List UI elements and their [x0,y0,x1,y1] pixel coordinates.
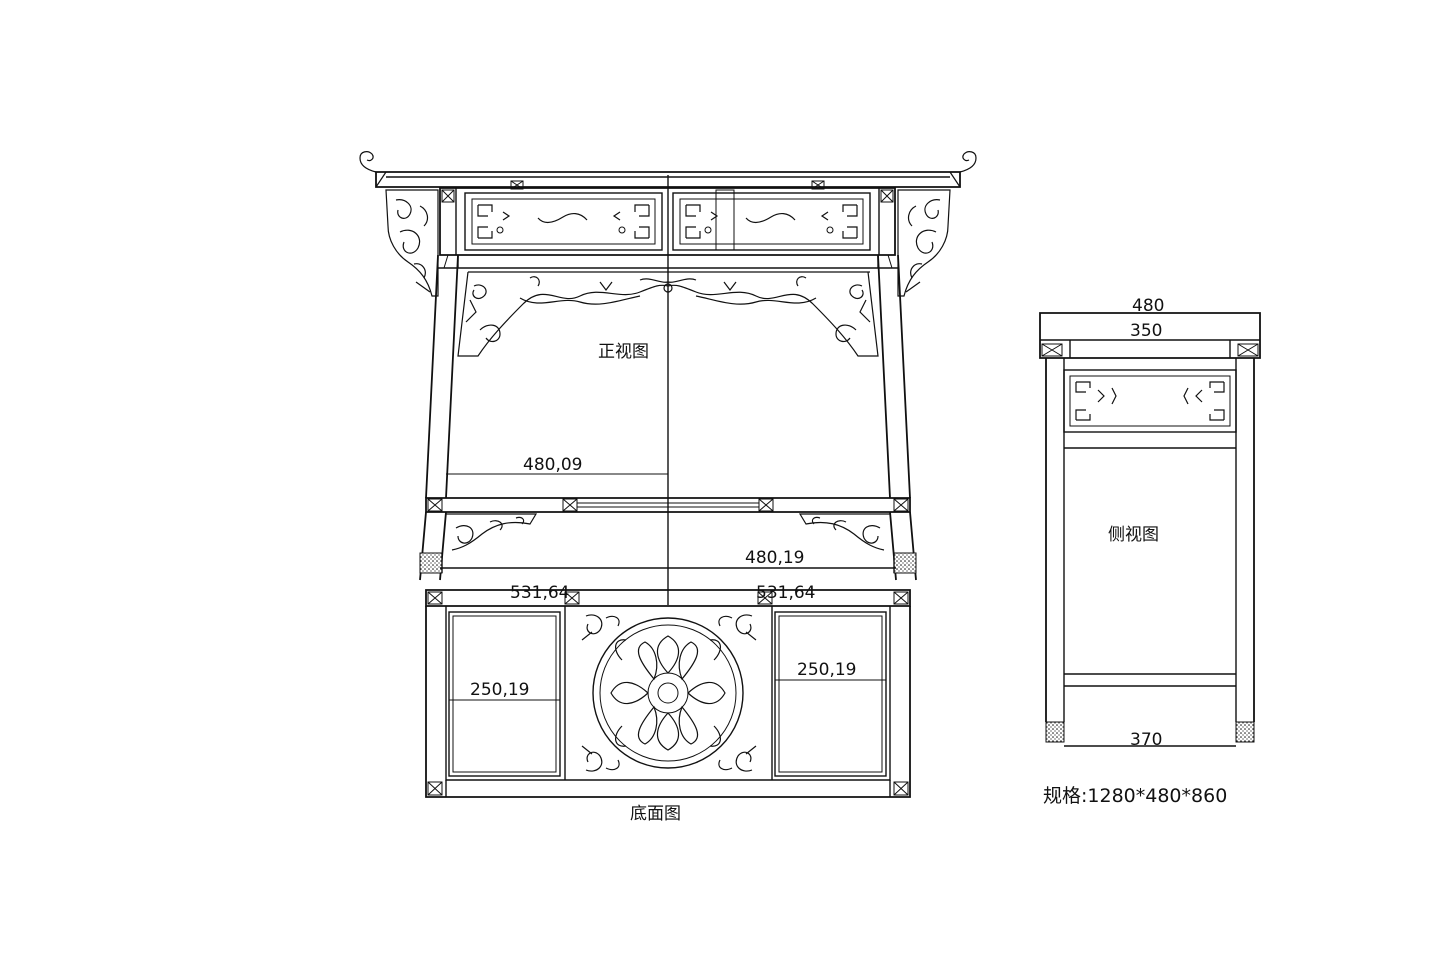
left-bracket [385,189,439,297]
bottom-view-label: 底面图 [630,804,681,824]
dim-bottom-left-panel: 250,19 [470,680,529,700]
right-drawer [672,189,871,251]
dim-bottom-right-panel: 250,19 [797,660,856,680]
left-drawer [464,192,663,251]
lower-left-carving [446,513,538,551]
dim-side-top: 480 [1132,296,1164,316]
lower-right-carving [798,513,890,551]
front-view-label: 正视图 [598,342,649,362]
dim-bottom-left-span: 531,64 [510,583,569,603]
dim-side-bottom: 370 [1130,730,1162,750]
dim-side-inner-top: 350 [1130,321,1162,341]
side-view-label: 侧视图 [1108,525,1159,545]
right-end-scroll [949,151,977,188]
apron-carving [457,271,879,357]
dim-front-upper: 480,09 [523,455,582,475]
front-view: 480,09 正视图 480,19 [359,151,977,605]
spec-label: 规格:1280*480*860 [1043,785,1227,807]
side-view: 480 350 侧视图 370 [1039,296,1261,750]
corner-carvings [581,614,757,772]
right-bracket [897,189,951,297]
left-end-scroll [359,151,387,188]
dim-front-lower: 480,19 [745,548,804,568]
bottom-view: 531,64 531,64 250,19 250,19 [425,583,911,824]
center-medallion [592,617,744,769]
side-drawer [1069,375,1231,427]
dim-bottom-right-span: 531,64 [756,583,815,603]
